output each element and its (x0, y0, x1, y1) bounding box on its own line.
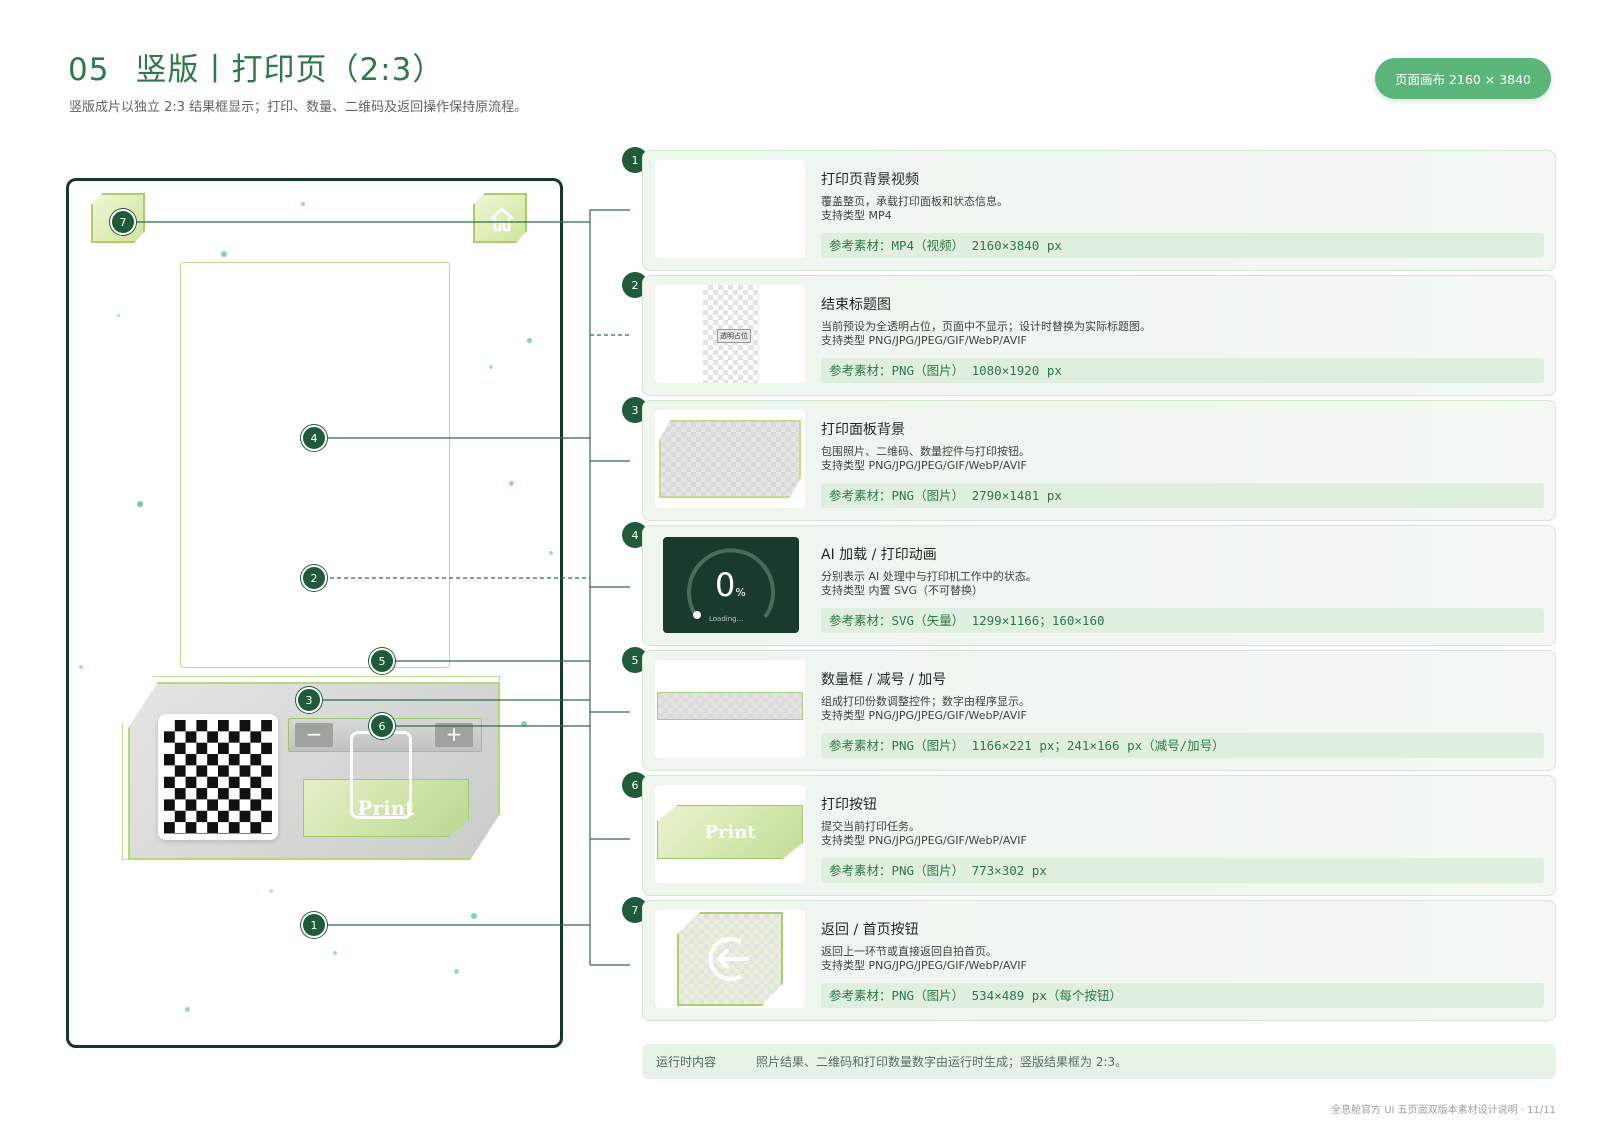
asset-description: 分别表示 AI 处理中与打印机工作中的状态。 (821, 570, 1037, 583)
runtime-note: 运行时内容 照片结果、二维码和打印数量数字由运行时生成；竖版结果框为 2:3。 (642, 1044, 1556, 1079)
asset-supported-types: 支持类型 内置 SVG（不可替换） (821, 584, 984, 597)
print-button-thumbnail: Print (655, 785, 805, 883)
page-title: 05 竖版丨打印页（2:3） (68, 44, 444, 89)
qr-code (158, 714, 278, 840)
asset-card-quantity-control: 数量框 / 减号 / 加号 组成打印份数调整控件；数字由程序显示。 支持类型 P… (642, 650, 1556, 771)
asset-supported-types: 支持类型 MP4 (821, 209, 892, 222)
asset-card-end-title-image: 透明占位 结束标题图 当前预设为全透明占位，页面中不显示；设计时替换为实际标题图… (642, 275, 1556, 396)
loading-ring-icon (687, 548, 775, 619)
asset-name: 数量框 / 减号 / 加号 (821, 672, 947, 688)
loading-text: Loading... (709, 615, 744, 623)
asset-supported-types: 支持类型 PNG/JPG/JPEG/GIF/WebP/AVIF (821, 334, 1027, 347)
asset-name: 打印页背景视频 (821, 172, 919, 188)
loading-animation-thumbnail: 0% Loading... (655, 535, 805, 633)
section-number: 05 (68, 52, 110, 88)
asset-description: 组成打印份数调整控件；数字由程序显示。 (821, 695, 1030, 708)
asset-reference: 参考素材：PNG（图片） 2790×1481 px (821, 483, 1544, 508)
page-subtitle: 竖版成片以独立 2:3 结果框显示；打印、数量、二维码及返回操作保持原流程。 (69, 100, 528, 115)
asset-supported-types: 支持类型 PNG/JPG/JPEG/GIF/WebP/AVIF (821, 834, 1027, 847)
runtime-label: 运行时内容 (656, 1055, 717, 1069)
asset-card-back-home-button: 返回 / 首页按钮 返回上一环节或直接返回自拍首页。 支持类型 PNG/JPG/… (642, 900, 1556, 1021)
asset-name: AI 加载 / 打印动画 (821, 547, 937, 563)
print-panel-thumbnail (655, 410, 805, 508)
runtime-text: 照片结果、二维码和打印数量数字由运行时生成；竖版结果框为 2:3。 (756, 1055, 1128, 1069)
callout-badge-7: 7 (110, 209, 136, 235)
canvas-size-badge: 页面画布 2160 × 3840 (1375, 58, 1551, 99)
asset-description: 覆盖整页，承载打印面板和状态信息。 (821, 195, 1008, 208)
home-button[interactable] (473, 193, 527, 243)
asset-card-background-video: 打印页背景视频 覆盖整页，承载打印面板和状态信息。 支持类型 MP4 参考素材：… (642, 150, 1556, 271)
transparent-placeholder-label: 透明占位 (717, 329, 751, 343)
callout-badge-3: 3 (296, 687, 322, 713)
asset-card-loading-animation: 0% Loading... AI 加载 / 打印动画 分别表示 AI 处理中与打… (642, 525, 1556, 646)
asset-card-print-panel-background: 打印面板背景 包围照片、二维码、数量控件与打印按钮。 支持类型 PNG/JPG/… (642, 400, 1556, 521)
loading-progress-value: 0% (715, 566, 746, 604)
callout-badge-4: 4 (301, 425, 327, 451)
asset-supported-types: 支持类型 PNG/JPG/JPEG/GIF/WebP/AVIF (821, 709, 1027, 722)
back-button-thumbnail (655, 910, 805, 1008)
callout-badge-6: 6 (369, 713, 395, 739)
asset-reference: 参考素材：PNG（图片） 534×489 px（每个按钮） (821, 983, 1544, 1008)
asset-supported-types: 支持类型 PNG/JPG/JPEG/GIF/WebP/AVIF (821, 959, 1027, 972)
asset-card-print-button: Print 打印按钮 提交当前打印任务。 支持类型 PNG/JPG/JPEG/G… (642, 775, 1556, 896)
quantity-control-thumbnail (655, 660, 805, 758)
asset-description: 返回上一环节或直接返回自拍首页。 (821, 945, 997, 958)
asset-name: 打印按钮 (821, 797, 877, 813)
asset-name: 返回 / 首页按钮 (821, 922, 919, 938)
asset-reference: 参考素材：MP4（视频） 2160×3840 px (821, 233, 1544, 258)
print-button-preview: Print (657, 805, 803, 859)
callout-badge-2: 2 (301, 565, 327, 591)
section-title: 竖版丨打印页（2:3） (135, 52, 445, 88)
asset-reference: 参考素材：SVG（矢量） 1299×1166；160×160 (821, 608, 1544, 633)
asset-name: 结束标题图 (821, 297, 891, 313)
asset-reference: 参考素材：PNG（图片） 1080×1920 px (821, 358, 1544, 383)
end-title-thumbnail: 透明占位 (655, 285, 805, 383)
callout-badge-1: 1 (301, 912, 327, 938)
background-video-thumbnail (655, 160, 805, 258)
asset-description: 包围照片、二维码、数量控件与打印按钮。 (821, 445, 1030, 458)
asset-name: 打印面板背景 (821, 422, 905, 438)
callout-badge-5: 5 (369, 648, 395, 674)
asset-reference: 参考素材：PNG（图片） 1166×221 px；241×166 px（减号/加… (821, 733, 1544, 758)
asset-description: 提交当前打印任务。 (821, 820, 920, 833)
back-arrow-icon (708, 937, 749, 981)
asset-description: 当前预设为全透明占位，页面中不显示；设计时替换为实际标题图。 (821, 320, 1151, 333)
result-photo-frame (180, 262, 450, 668)
asset-supported-types: 支持类型 PNG/JPG/JPEG/GIF/WebP/AVIF (821, 459, 1027, 472)
home-icon (490, 207, 514, 232)
quantity-minus-button[interactable]: − (295, 723, 333, 747)
page-footer: 全息舱官方 UI 五页面双版本素材设计说明 · 11/11 (1331, 1105, 1556, 1116)
asset-reference: 参考素材：PNG（图片） 773×302 px (821, 858, 1544, 883)
quantity-plus-button[interactable]: + (435, 723, 473, 747)
